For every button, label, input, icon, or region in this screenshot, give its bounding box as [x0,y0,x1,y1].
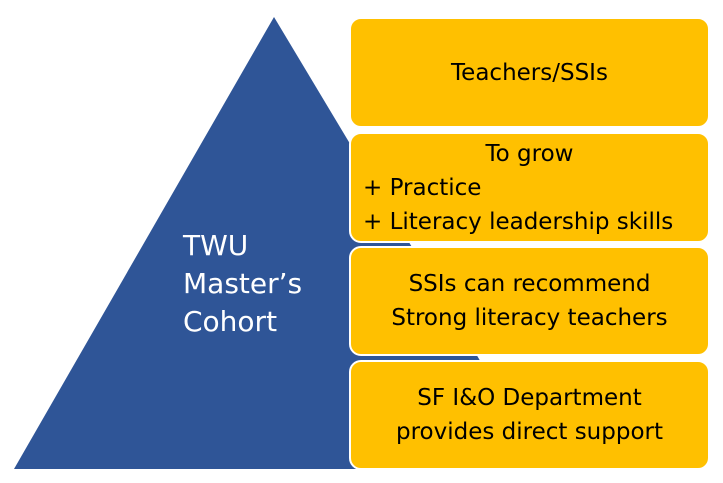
box-text-line: Strong literacy teachers [391,305,668,331]
box-text-line: + Literacy leadership skills [363,208,674,235]
box-ssis-recommend: SSIs can recommend Strong literacy teach… [349,246,710,356]
pyramid-label: TWU Master’s Cohort [183,227,302,341]
box-sf-department: SF I&O Department provides direct suppor… [349,360,710,470]
box-text-line: provides direct support [395,419,664,445]
box-text-line: SF I&O Department [417,385,642,411]
box-text-line: SSIs can recommend [408,271,651,297]
box-to-grow: To grow + Practice + Literacy leadership… [349,132,710,243]
box-text-line: To grow [485,140,574,167]
box-text-line: + Practice [363,174,482,201]
pyramid-label-line: Master’s [183,267,303,300]
box-text-line: Teachers/SSIs [451,59,608,86]
pyramid-label-line: Cohort [183,305,278,338]
box-teachers-ssis: Teachers/SSIs [349,17,710,128]
pyramid-label-line: TWU [183,229,249,262]
